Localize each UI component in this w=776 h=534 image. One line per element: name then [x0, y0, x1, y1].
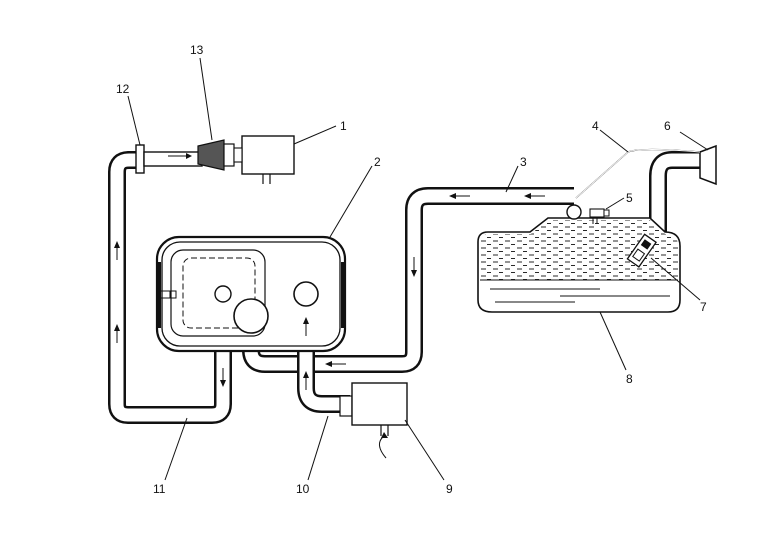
purge-tee-fitting — [135, 144, 203, 174]
callout-7: 7 — [700, 300, 707, 314]
tank-pressure-sensor — [589, 208, 610, 224]
callout-2: 2 — [374, 155, 381, 169]
tank-vapor-fitting — [566, 204, 582, 220]
canister-tank-port — [233, 298, 269, 334]
canister-vent-port — [293, 281, 319, 307]
callout-5: 5 — [626, 191, 633, 205]
canister-purge-port — [214, 285, 232, 303]
callout-3: 3 — [520, 155, 527, 169]
callout-10: 10 — [296, 482, 310, 496]
filler-neck — [649, 151, 705, 240]
purge-filter — [197, 139, 235, 171]
vapor-line-3 — [242, 187, 574, 373]
callout-13: 13 — [190, 43, 204, 57]
callout-9: 9 — [446, 482, 453, 496]
vent-solenoid — [339, 382, 408, 459]
callout-6: 6 — [664, 119, 671, 133]
fuel-cap — [699, 144, 717, 186]
recirculation-line-4 — [575, 148, 701, 199]
fuel-tank — [477, 217, 681, 313]
flow-arrows — [114, 153, 545, 390]
fuel-level-sensor — [626, 233, 657, 268]
callout-11: 11 — [153, 482, 166, 496]
callout-8: 8 — [626, 372, 633, 386]
leader-lines — [127, 57, 709, 481]
callout-12: 12 — [116, 82, 130, 96]
purge-line-11 — [108, 151, 232, 424]
callout-1: 1 — [340, 119, 347, 133]
evap-canister — [155, 235, 347, 353]
purge-solenoid — [233, 135, 295, 184]
callout-labels: 1 2 3 4 5 6 7 8 9 10 11 12 13 — [116, 43, 707, 496]
callout-4: 4 — [592, 119, 599, 133]
